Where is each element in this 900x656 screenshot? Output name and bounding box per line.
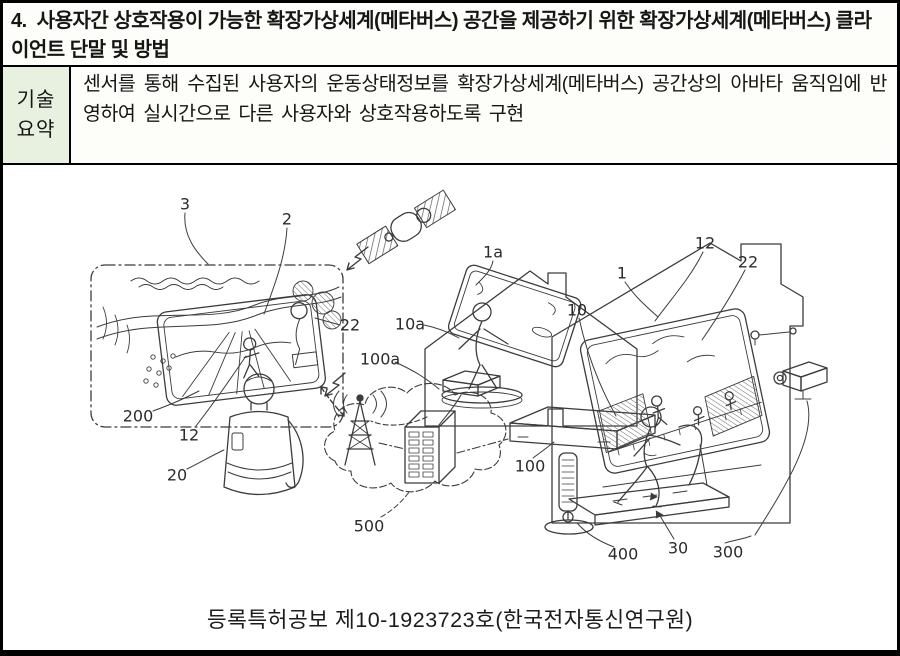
- server-icon: [404, 410, 456, 484]
- summary-header-cell: 기술 요약: [3, 67, 71, 163]
- figure-ref-label: 1: [616, 263, 628, 283]
- avatar-runner: [243, 337, 260, 379]
- item-title: 사용자간 상호작용이 가능한 확장가상세계(메타버스) 공간을 제공하기 위한 …: [11, 10, 872, 61]
- figure-ref-label: 10a: [394, 314, 426, 334]
- screen-1a: [447, 264, 582, 368]
- item-number: 4.: [11, 10, 27, 32]
- connection-lines: [370, 394, 509, 454]
- summary-header-line2: 요약: [16, 119, 56, 141]
- screen-1: [579, 308, 771, 474]
- figure-ref-label: 22: [737, 252, 759, 272]
- summary-body-text: 센서를 통해 수집된 사용자의 운동상태정보를 확장가상세계(메타버스) 공간상…: [83, 73, 888, 125]
- user-10a: [441, 302, 523, 409]
- avatar-seated: [290, 302, 319, 369]
- title-row: 4.사용자간 상호작용이 가능한 확장가상세계(메타버스) 공간을 제공하기 위…: [3, 3, 897, 67]
- figure-ref-label: 500: [353, 516, 385, 536]
- figure-ref-label: 2: [281, 209, 293, 229]
- figure-ref-label: 22: [339, 315, 361, 335]
- user-20: [223, 373, 304, 496]
- fan-400: [544, 452, 594, 535]
- figure-ref-label: 12: [178, 425, 200, 445]
- figure-ref-label: 200: [122, 406, 154, 426]
- patent-drawing: [90, 189, 828, 548]
- figure-ref-label: 30: [667, 538, 689, 558]
- figure-ref-label: 400: [607, 544, 639, 564]
- summary-header-line1: 기술: [16, 89, 56, 111]
- figure-ref-label: 10: [566, 300, 588, 320]
- figure-ref-label: 100a: [359, 349, 401, 369]
- screen-1-baseline: [602, 464, 762, 488]
- virtual-world-screen: [90, 264, 344, 428]
- figure-ref-label: 3: [179, 194, 191, 214]
- avatar-group: [651, 391, 737, 429]
- figure-ref-label: 20: [166, 465, 188, 485]
- inner-view-screen: [156, 294, 327, 406]
- camera-300: [754, 361, 828, 536]
- user-30: [613, 406, 681, 508]
- figure-ref-label: 300: [712, 542, 744, 562]
- summary-row: 기술 요약 센서를 통해 수집된 사용자의 운동상태정보를 확장가상세계(메타버…: [3, 67, 897, 165]
- figure-ref-label: 12: [694, 233, 716, 253]
- wireless-bolt-icons: [320, 246, 369, 417]
- house-a: [424, 264, 638, 427]
- figure-caption: 등록특허공보 제10-1923723호(한국전자통신연구원): [206, 608, 694, 632]
- house-b: [551, 242, 804, 524]
- figure-ref-label: 1a: [483, 242, 503, 262]
- radio-tower-icon: [333, 390, 387, 466]
- leader-lines: [152, 212, 752, 548]
- settop-100a: [442, 370, 501, 397]
- satellite-icon: [356, 189, 456, 265]
- figure-ref-label: 100: [514, 456, 546, 476]
